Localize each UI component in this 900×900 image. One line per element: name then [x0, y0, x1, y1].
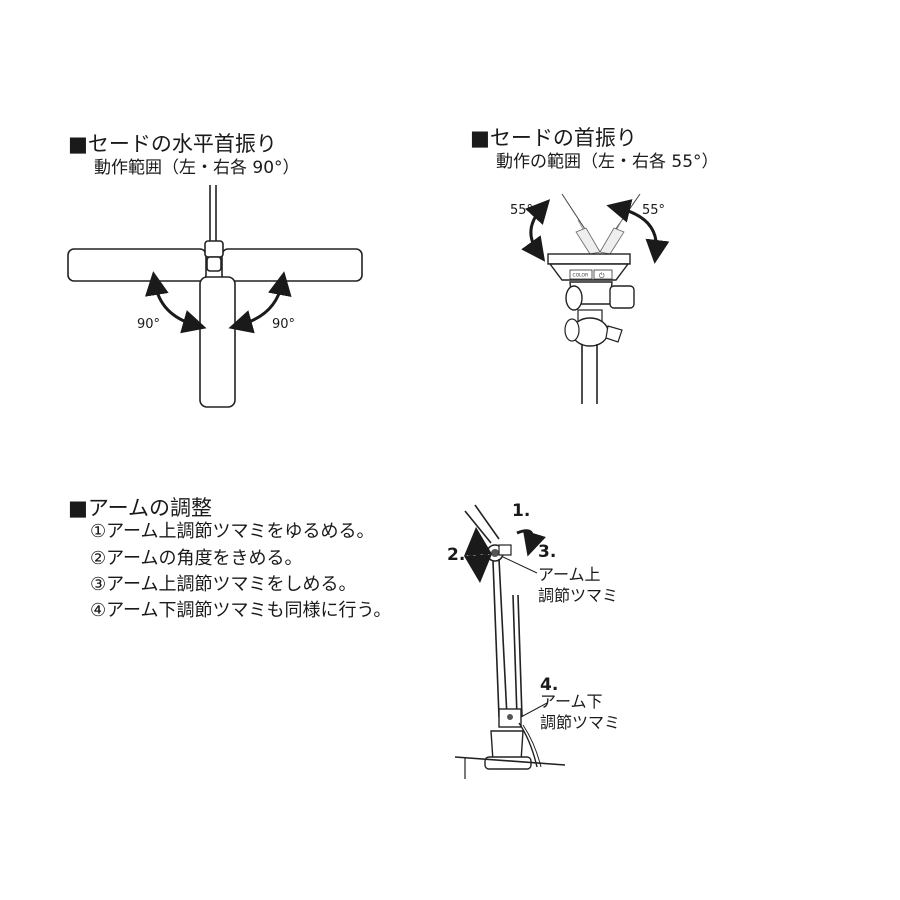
swivel-angle-right: 55° — [642, 203, 666, 218]
horizontal-swivel-range: 動作範囲（左・右各 90°） — [94, 158, 300, 178]
angle-label-left: 90° — [137, 317, 161, 332]
marker-1: 1. — [512, 501, 531, 521]
arm-step-3: ③アーム上調節ツマミをしめる。 — [90, 574, 357, 595]
lower-knob-label-line1: アーム下 — [540, 692, 603, 711]
power-icon: ⏻ — [599, 272, 605, 280]
arm-adjust-title: ■アームの調整 — [68, 496, 212, 520]
arm-step-4: ④アーム下調節ツマミも同様に行う。 — [90, 600, 392, 621]
swivel-angle-left: 55° — [510, 203, 534, 218]
arm-step-2: ②アームの角度をきめる。 — [90, 548, 303, 569]
marker-4: 4. — [540, 675, 559, 695]
upper-knob-label-line2: 調節ツマミ — [538, 586, 619, 605]
head-swivel-range: 動作の範囲（左・右各 55°） — [496, 152, 719, 172]
marker-3: 3. — [538, 542, 557, 562]
lower-knob-label-line2: 調節ツマミ — [540, 713, 621, 732]
arm-adjust-diagram — [455, 504, 566, 779]
angle-label-right: 90° — [272, 317, 296, 332]
horizontal-swivel-title: ■セードの水平首振り — [68, 132, 277, 156]
head-swivel-diagram: COLOR ⏻ — [521, 193, 670, 404]
upper-knob-label-line1: アーム上 — [538, 565, 601, 584]
marker-2: 2. — [447, 545, 466, 565]
color-button-label: COLOR — [573, 273, 589, 279]
arm-step-1: ①アーム上調節ツマミをゆるめる。 — [90, 521, 375, 542]
horizontal-swivel-diagram — [67, 185, 363, 408]
head-swivel-title: ■セードの首振り — [470, 126, 637, 150]
